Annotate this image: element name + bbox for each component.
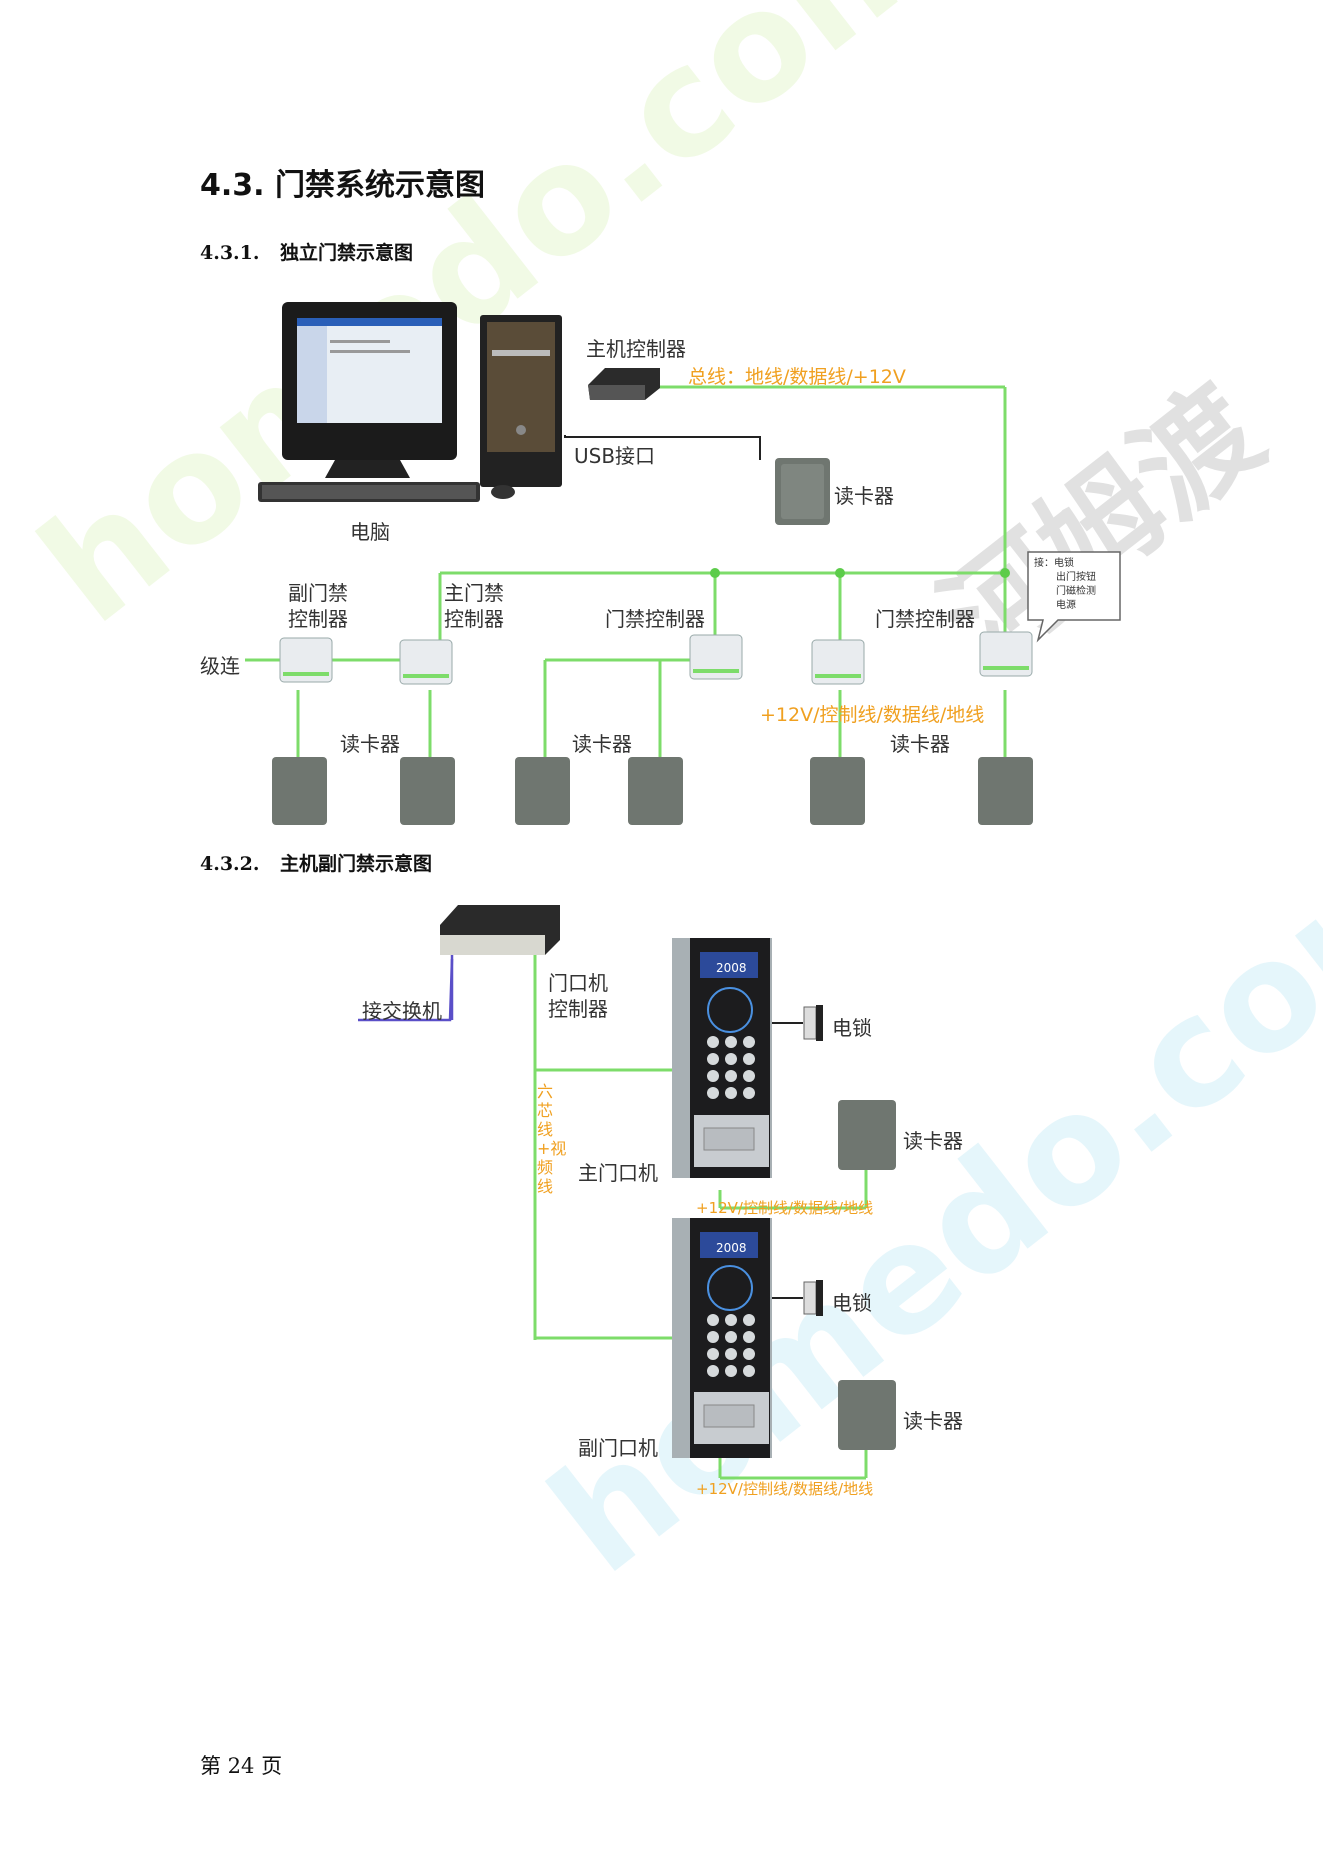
page-number: 第 24 页 xyxy=(200,1754,283,1778)
keypad-button xyxy=(707,1331,719,1343)
computer-label: 电脑 xyxy=(350,520,390,544)
keypad-button xyxy=(743,1036,755,1048)
reader-label-d2-1: 读卡器 xyxy=(903,1129,963,1153)
keypad-button xyxy=(743,1087,755,1099)
keypad-button xyxy=(743,1365,755,1377)
section-title: 主机副门禁示意图 xyxy=(280,853,433,875)
keypad-button xyxy=(707,1314,719,1326)
keypad-button xyxy=(707,1036,719,1048)
keypad-button xyxy=(725,1331,737,1343)
reader-label-3: 读卡器 xyxy=(890,732,950,756)
keypad-button xyxy=(725,1314,737,1326)
keypad-button xyxy=(707,1365,719,1377)
six-core-label: 六芯线+视频线 xyxy=(537,1082,567,1196)
keypad-button xyxy=(725,1348,737,1360)
screen-display-1: 2008 xyxy=(716,961,747,975)
keypad-button xyxy=(725,1365,737,1377)
bus-label: 总线：地线/数据线/+12V xyxy=(688,366,906,388)
host-controller-label: 主机控制器 xyxy=(586,337,686,361)
keypad-button xyxy=(743,1070,755,1082)
screen-display-2: 2008 xyxy=(716,1241,747,1255)
sub-unit-label: 副门口机 xyxy=(578,1436,658,1460)
section-heading-1: 4.3.1. 独立门禁示意图 xyxy=(200,238,413,265)
callout-box xyxy=(1027,551,1121,643)
controller-label-b: 门禁控制器 xyxy=(875,607,975,631)
keypad-button xyxy=(743,1331,755,1343)
keypad-button xyxy=(743,1053,755,1065)
computer-icon xyxy=(258,302,562,502)
wire-label-d2-1: +12V/控制线/数据线/地线 xyxy=(696,1199,874,1217)
main-controller-label: 主门禁 控制器 xyxy=(444,581,504,631)
section-heading-2: 4.3.2. 主机副门禁示意图 xyxy=(200,849,432,876)
keypad-button xyxy=(707,1053,719,1065)
card-reader-icon xyxy=(775,458,830,525)
lock-label-1: 电锁 xyxy=(832,1016,872,1040)
keypad-button xyxy=(707,1087,719,1099)
reader-label-2: 读卡器 xyxy=(572,732,632,756)
keypad-button xyxy=(725,1036,737,1048)
usb-label: USB接口 xyxy=(574,444,656,468)
sub-controller-label: 副门禁 控制器 xyxy=(288,581,348,631)
reader-label-d2-2: 读卡器 xyxy=(903,1409,963,1433)
keypad-button xyxy=(725,1053,737,1065)
host-controller-icon xyxy=(588,368,660,400)
keypad-buttons xyxy=(707,1036,755,1377)
controller-icons xyxy=(279,631,1033,685)
section-number: 4.3.1. xyxy=(200,242,260,264)
keypad-button xyxy=(707,1070,719,1082)
card-reader-icon-2 xyxy=(838,1100,896,1450)
controller-label-a: 门禁控制器 xyxy=(605,607,705,631)
lock-label-2: 电锁 xyxy=(832,1291,872,1315)
keypad-button xyxy=(743,1314,755,1326)
wire-label: +12V/控制线/数据线/地线 xyxy=(760,704,985,726)
door-controller-label: 门口机 控制器 xyxy=(548,971,608,1021)
bottom-card-readers xyxy=(272,757,1033,825)
keypad-button xyxy=(707,1348,719,1360)
keypad-button xyxy=(743,1348,755,1360)
reader-label-1: 读卡器 xyxy=(340,732,400,756)
cascade-label: 级连 xyxy=(200,654,240,678)
page-heading: 4.3. 门禁系统示意图 xyxy=(200,168,485,203)
lock-icon xyxy=(803,1005,823,1316)
reader-label-top: 读卡器 xyxy=(834,484,894,508)
callout-text: 接：电锁 出门按钮 门磁检测 电源 xyxy=(1034,558,1096,611)
switch-controller-icon xyxy=(440,905,560,955)
main-unit-label: 主门口机 xyxy=(578,1161,658,1185)
section-title: 独立门禁示意图 xyxy=(280,242,414,264)
keypad-button xyxy=(725,1070,737,1082)
wiring-2 xyxy=(533,955,868,1480)
switch-label: 接交换机 xyxy=(362,999,442,1023)
keypad-button xyxy=(725,1087,737,1099)
wire-label-d2-2: +12V/控制线/数据线/地线 xyxy=(696,1480,874,1498)
section-number: 4.3.2. xyxy=(200,853,260,875)
